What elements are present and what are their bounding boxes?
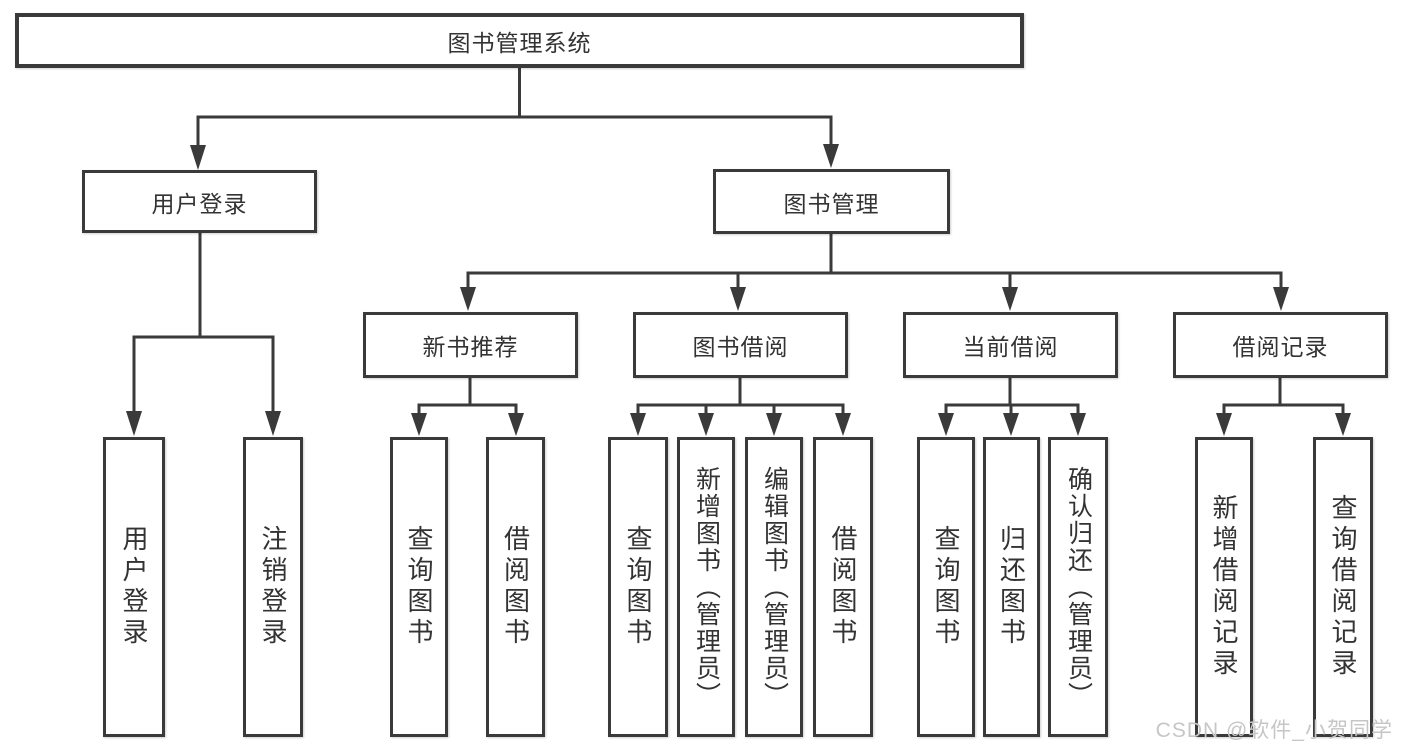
leaf-add-book-admin: 新增图书（管理员） bbox=[677, 437, 735, 737]
node-borrow-record: 借阅记录 bbox=[1173, 312, 1388, 378]
node-user-login-label: 用户登录 bbox=[151, 190, 248, 217]
leaf-borrow-book-1: 借阅图书 bbox=[486, 437, 545, 737]
node-user-login: 用户登录 bbox=[82, 170, 317, 233]
leaf-edit-book-admin: 编辑图书（管理员） bbox=[745, 437, 803, 737]
node-current-borrow: 当前借阅 bbox=[903, 312, 1118, 378]
leaf-confirm-return-admin-label: 确认归还（管理员） bbox=[1064, 465, 1093, 709]
leaf-user-login-label: 用户登录 bbox=[119, 525, 149, 649]
leaf-query-book-1: 查询图书 bbox=[390, 437, 448, 737]
node-book-management-label: 图书管理 bbox=[783, 190, 880, 217]
leaf-edit-book-admin-label: 编辑图书（管理员） bbox=[760, 465, 789, 709]
node-new-book-recommend-label: 新书推荐 bbox=[422, 334, 519, 360]
node-book-borrow-label: 图书借阅 bbox=[692, 334, 789, 360]
leaf-query-book-1-label: 查询图书 bbox=[404, 525, 434, 649]
leaf-return-book-label: 归还图书 bbox=[996, 525, 1027, 649]
leaf-borrow-book-2: 借阅图书 bbox=[813, 437, 873, 737]
node-current-borrow-label: 当前借阅 bbox=[962, 334, 1059, 360]
node-book-management: 图书管理 bbox=[713, 169, 950, 234]
leaf-user-login: 用户登录 bbox=[103, 437, 165, 737]
node-new-book-recommend: 新书推荐 bbox=[363, 312, 578, 378]
leaf-query-book-2-label: 查询图书 bbox=[623, 525, 653, 649]
node-root: 图书管理系统 bbox=[15, 13, 1024, 68]
leaf-query-borrow-record-label: 查询借阅记录 bbox=[1328, 494, 1358, 680]
leaf-query-borrow-record: 查询借阅记录 bbox=[1313, 437, 1373, 737]
leaf-borrow-book-1-label: 借阅图书 bbox=[500, 525, 531, 649]
node-borrow-record-label: 借阅记录 bbox=[1232, 334, 1329, 360]
leaf-logout-label: 注销登录 bbox=[258, 525, 288, 649]
leaf-return-book: 归还图书 bbox=[983, 437, 1040, 737]
leaf-add-borrow-record: 新增借阅记录 bbox=[1195, 437, 1253, 737]
leaf-logout: 注销登录 bbox=[243, 437, 303, 737]
leaf-confirm-return-admin: 确认归还（管理员） bbox=[1048, 437, 1108, 737]
leaf-query-book-2: 查询图书 bbox=[608, 437, 668, 737]
leaf-query-book-3: 查询图书 bbox=[917, 437, 975, 737]
node-root-label: 图书管理系统 bbox=[447, 29, 592, 56]
leaf-query-book-3-label: 查询图书 bbox=[931, 525, 961, 649]
node-book-borrow: 图书借阅 bbox=[633, 312, 848, 378]
leaf-add-borrow-record-label: 新增借阅记录 bbox=[1209, 494, 1239, 680]
csdn-watermark: CSDN @软件_小贺同学 bbox=[1155, 719, 1393, 742]
leaf-borrow-book-2-label: 借阅图书 bbox=[828, 525, 858, 649]
leaf-add-book-admin-label: 新增图书（管理员） bbox=[692, 465, 721, 709]
